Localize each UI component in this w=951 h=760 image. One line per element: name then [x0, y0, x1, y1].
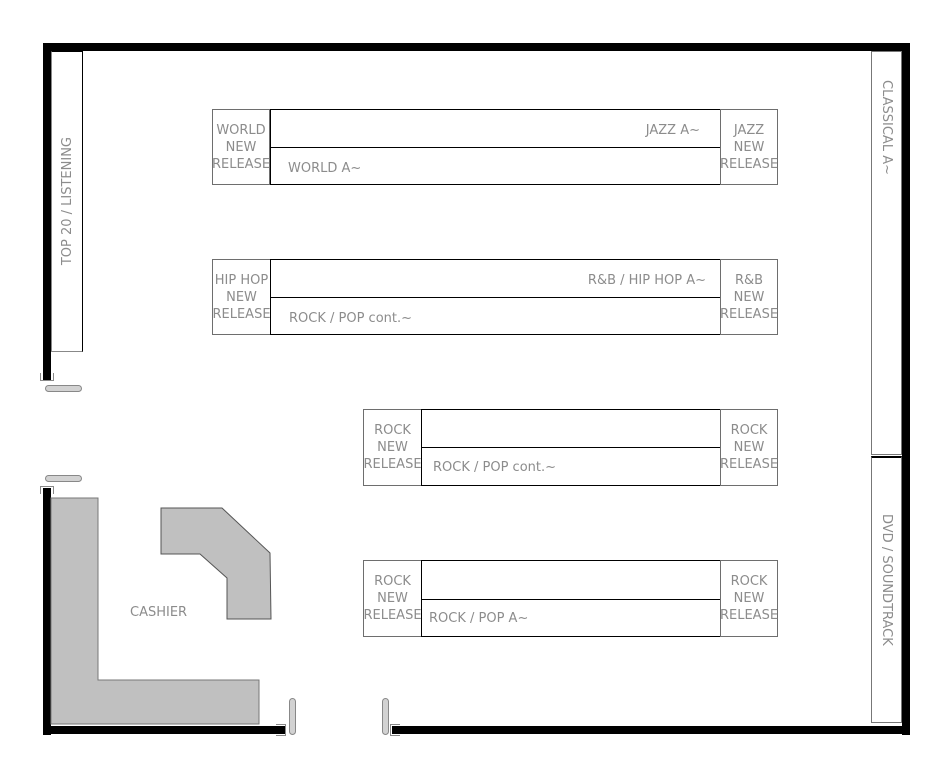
aisle-3-shelf[interactable]: ROCK / POP cont.~: [421, 409, 721, 486]
aisle-1-shelf[interactable]: JAZZ A~ WORLD A~: [270, 109, 721, 185]
endcap-line: RELEASE: [363, 457, 422, 472]
front-door-right[interactable]: [382, 698, 389, 735]
aisle-divider: [422, 447, 720, 448]
endcap-line: NEW: [377, 440, 408, 455]
dvd-soundtrack-fixture[interactable]: DVD / SOUNDTRACK: [871, 456, 902, 723]
aisle-2-shelf[interactable]: R&B / HIP HOP A~ ROCK / POP cont.~: [270, 259, 721, 335]
endcap-line: NEW: [733, 440, 765, 455]
wall-bottom-right: [392, 726, 910, 734]
endcap-line: ROCK: [374, 574, 411, 589]
aisle-1-top-label: JAZZ A~: [645, 123, 700, 138]
aisle-4-left-endcap[interactable]: ROCK NEW RELEASE: [363, 560, 422, 637]
classical-fixture[interactable]: CLASSICAL A~: [871, 51, 902, 455]
dvd-label: DVD / SOUNDTRACK: [879, 514, 894, 646]
aisle-divider: [271, 297, 720, 298]
aisle-3-bottom-label: ROCK / POP cont.~: [433, 460, 557, 475]
endcap-line: RELEASE: [211, 156, 271, 172]
wall-end-cap: [390, 724, 400, 736]
endcap-line: RELEASE: [719, 608, 779, 623]
endcap-line: NEW: [733, 289, 765, 305]
endcap-line: NEW: [733, 139, 765, 155]
wall-left-lower: [43, 488, 51, 735]
side-door-lower[interactable]: [45, 475, 82, 482]
endcap-line: ROCK: [374, 423, 411, 438]
endcap-line: ROCK: [730, 574, 768, 589]
endcap-line: WORLD: [216, 122, 266, 138]
angled-counter: [160, 507, 272, 620]
wall-end-cap: [276, 724, 286, 736]
endcap-line: NEW: [377, 591, 408, 606]
wall-top: [43, 43, 910, 51]
aisle-2-top-label: R&B / HIP HOP A~: [587, 273, 706, 288]
l-shaped-counter: [50, 497, 260, 725]
wall-end-cap: [40, 373, 54, 381]
classical-label: CLASSICAL A~: [879, 80, 894, 175]
aisle-3-left-endcap[interactable]: ROCK NEW RELEASE: [363, 409, 422, 486]
aisle-divider: [271, 147, 720, 148]
front-door-left[interactable]: [289, 698, 296, 735]
endcap-line: NEW: [226, 289, 257, 305]
endcap-line: R&B: [734, 272, 764, 288]
wall-end-cap: [40, 486, 54, 494]
aisle-4-right-endcap[interactable]: ROCK NEW RELEASE: [720, 560, 778, 637]
endcap-line: RELEASE: [212, 306, 271, 322]
endcap-line: JAZZ: [733, 122, 765, 138]
wall-right: [902, 43, 910, 735]
endcap-line: NEW: [733, 591, 765, 606]
top20-listening-fixture[interactable]: TOP 20 / LISTENING: [51, 51, 83, 352]
wall-left-upper: [43, 43, 51, 380]
aisle-4-shelf[interactable]: ROCK / POP A~: [421, 560, 721, 637]
aisle-divider: [422, 599, 720, 600]
wall-bottom-left: [43, 726, 286, 734]
endcap-line: RELEASE: [719, 156, 779, 172]
endcap-line: RELEASE: [719, 306, 779, 322]
endcap-line: RELEASE: [363, 608, 422, 623]
endcap-line: ROCK: [730, 423, 768, 438]
endcap-line: NEW: [225, 139, 257, 155]
side-door-upper[interactable]: [45, 385, 82, 392]
endcap-line: RELEASE: [719, 457, 779, 472]
aisle-1-bottom-label: WORLD A~: [288, 161, 362, 176]
cashier-label: CASHIER: [130, 605, 188, 620]
aisle-2-bottom-label: ROCK / POP cont.~: [289, 311, 413, 326]
endcap-line: HIP HOP: [214, 272, 269, 288]
aisle-4-bottom-label: ROCK / POP A~: [429, 611, 529, 626]
aisle-3-right-endcap[interactable]: ROCK NEW RELEASE: [720, 409, 778, 486]
